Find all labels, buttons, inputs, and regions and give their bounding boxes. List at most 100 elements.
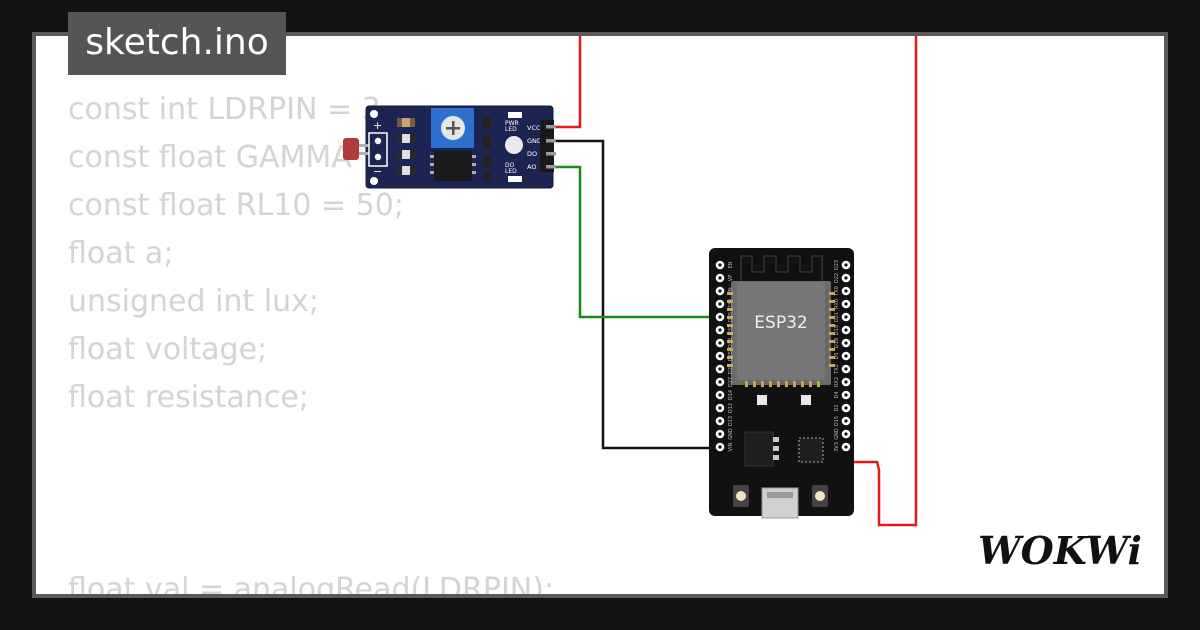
code-line: const float RL10 = 50; [68, 188, 404, 223]
pin-hole [718, 432, 722, 436]
esp32-pin-label: VP [728, 275, 734, 281]
pin-hole [718, 263, 722, 267]
esp32-chip-label: ESP32 [754, 313, 807, 333]
gnd-wire[interactable] [556, 139, 720, 450]
esp32-pin-label: VIN [728, 442, 734, 451]
esp32-pin-label: D27 [728, 377, 734, 387]
do-led-label: DO [505, 162, 515, 169]
filename-tab[interactable]: sketch.ino [68, 12, 286, 75]
code-line: const float GAMMA [68, 140, 352, 175]
pin-hole [844, 367, 848, 371]
usb-uart-chip [798, 437, 824, 463]
esp32-pin-label: RX0 [834, 299, 840, 309]
pin-hole [844, 328, 848, 332]
code-line: unsigned int lux; [68, 284, 319, 319]
ao-wire[interactable] [556, 165, 720, 319]
ldr-module[interactable]: + − PWR LED DO LED VCC GND D [343, 105, 556, 189]
esp32-pin-label: D12 [728, 403, 734, 413]
esp32-pin-label: D32 [728, 325, 734, 335]
pin-hole [844, 341, 848, 345]
code-line: float a; [68, 236, 174, 271]
comparator-chip [434, 151, 472, 181]
pin-hole [718, 367, 722, 371]
esp32-pin-label: GND [728, 428, 734, 440]
esp32-pin-label: TX0 [834, 286, 840, 297]
esp32-pin-label: D19 [834, 325, 840, 335]
wokwi-logo-text: WOKWi [978, 528, 1142, 573]
esp32-pin-label: D15 [834, 416, 840, 426]
pin-hole [718, 328, 722, 332]
pin-label-gnd: GND [527, 137, 542, 145]
pin-hole [844, 380, 848, 384]
pin-label-ao: AO [527, 163, 536, 171]
wokwi-logo: WOKWi [930, 522, 1160, 582]
pin-hole [844, 432, 848, 436]
pin-gnd[interactable] [546, 139, 556, 143]
pin-do[interactable] [546, 152, 556, 156]
pin-hole [718, 419, 722, 423]
pin-vcc[interactable] [546, 125, 556, 129]
esp32-pin-label: D23 [834, 260, 840, 270]
pin-hole [844, 276, 848, 280]
esp32-pin-label: RX2 [834, 377, 840, 387]
pin-hole [718, 406, 722, 410]
esp32-pin-label: GND [834, 428, 840, 440]
svg-text:LED: LED [505, 126, 517, 133]
pin-hole [844, 419, 848, 423]
antenna-trace [740, 255, 823, 282]
pin-label-do: DO [527, 150, 537, 158]
pin-hole [718, 354, 722, 358]
code-line: float val = analogRead(LDRPIN); [68, 572, 555, 598]
esp32-pin-label: 3V3 [834, 442, 840, 452]
esp32-pin-label: D2 [834, 404, 840, 411]
pin-hole [844, 445, 848, 449]
esp32-pin-label: EN [728, 261, 734, 268]
esp32-right-pin-labels: D23D22TX0RX0D21D19D18D5TX2RX2D4D2D15GND3… [834, 260, 840, 452]
pin-label-vcc: VCC [527, 124, 541, 132]
plus-label: + [373, 119, 382, 132]
power-led [505, 136, 523, 154]
esp32-right-pins[interactable] [841, 260, 851, 452]
pin-ao[interactable] [546, 165, 556, 169]
voltage-regulator [744, 431, 774, 467]
esp32-pin-label: D4 [834, 391, 840, 398]
pin-hole [844, 302, 848, 306]
esp32-pin-label: D35 [728, 312, 734, 322]
esp32-left-pins[interactable] [715, 260, 725, 452]
esp32-pin-label: D5 [834, 352, 840, 359]
esp32-pin-label: D22 [834, 273, 840, 283]
pin-hole [844, 315, 848, 319]
pin-hole [718, 380, 722, 384]
photoresistor[interactable] [343, 138, 359, 160]
pin-hole [844, 354, 848, 358]
code-line: float resistance; [68, 380, 309, 415]
led-pad [801, 395, 811, 405]
esp32-board[interactable]: ESP32 ENVPVND34D35D32D33D25D26D27D14D12D… [709, 248, 854, 519]
esp32-pin-label: D13 [728, 416, 734, 426]
pin-hole [718, 302, 722, 306]
pin-hole [718, 341, 722, 345]
esp32-pin-label: VN [728, 287, 734, 294]
code-line: float voltage; [68, 332, 268, 367]
esp32-pin-label: D18 [834, 338, 840, 348]
esp32-pin-label: D25 [728, 351, 734, 361]
wires [556, 36, 918, 527]
wokwi-logo-mark: WOKWi [978, 528, 1142, 573]
svg-text:LED: LED [505, 168, 517, 175]
esp32-pin-label: D14 [728, 390, 734, 400]
esp32-pin-label: D26 [728, 364, 734, 374]
pin-hole [844, 406, 848, 410]
vcc-wire[interactable] [556, 36, 582, 129]
3v3-wire[interactable] [846, 36, 918, 527]
pin-hole [718, 276, 722, 280]
esp32-pin-label: D34 [728, 299, 734, 309]
pin-hole [718, 393, 722, 397]
pin-hole [718, 445, 722, 449]
pwr-led-label: PWR [505, 120, 519, 127]
esp32-pin-label: D33 [728, 338, 734, 348]
pin-hole [844, 289, 848, 293]
pin-hole [844, 263, 848, 267]
